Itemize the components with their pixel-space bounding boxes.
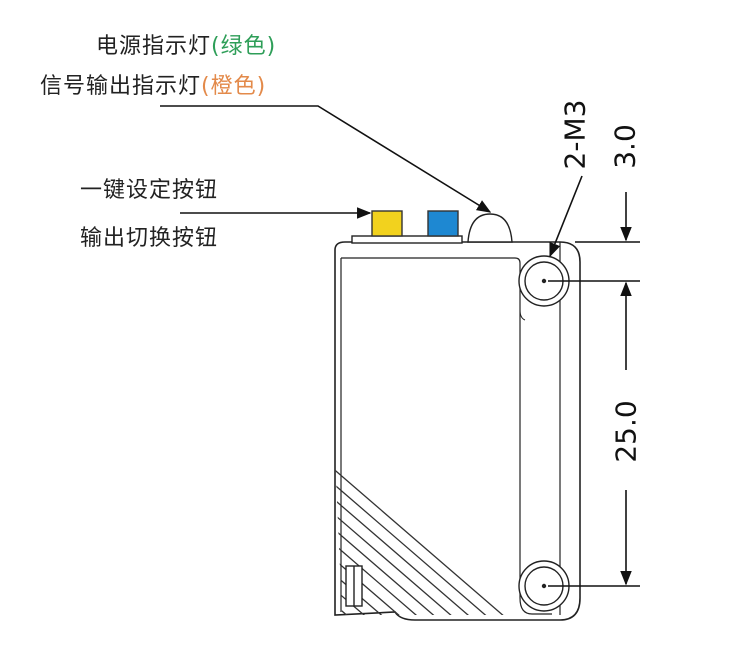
mount-hole-bottom (518, 560, 570, 612)
signal-indicator-text: 信号输出指示灯 (40, 74, 202, 99)
switch-button (427, 210, 459, 237)
leader-lines (160, 105, 583, 258)
signal-indicator-label: 信号输出指示灯(橙色) (40, 68, 266, 100)
set-button (371, 210, 403, 237)
indicator-lens (467, 213, 513, 243)
power-indicator-color: (绿色) (211, 34, 277, 59)
signal-indicator-color: (橙色) (201, 74, 267, 99)
mount-hole-top (518, 255, 570, 307)
cable-stub (345, 565, 363, 607)
hole-spacing-dimension: 25.0 (609, 400, 643, 463)
set-button-label: 一键设定按钮 (80, 178, 219, 203)
sensor-body (334, 241, 581, 621)
power-indicator-label: 电源指示灯(绿色) (96, 28, 276, 60)
top-offset-dimension: 3.0 (608, 124, 642, 169)
top-plate (351, 235, 463, 244)
mount-holes-dimension: 2-M3 (558, 99, 592, 170)
switch-button-label: 输出切换按钮 (80, 226, 219, 251)
power-indicator-text: 电源指示灯 (96, 34, 212, 59)
dimension-lines (548, 192, 640, 587)
